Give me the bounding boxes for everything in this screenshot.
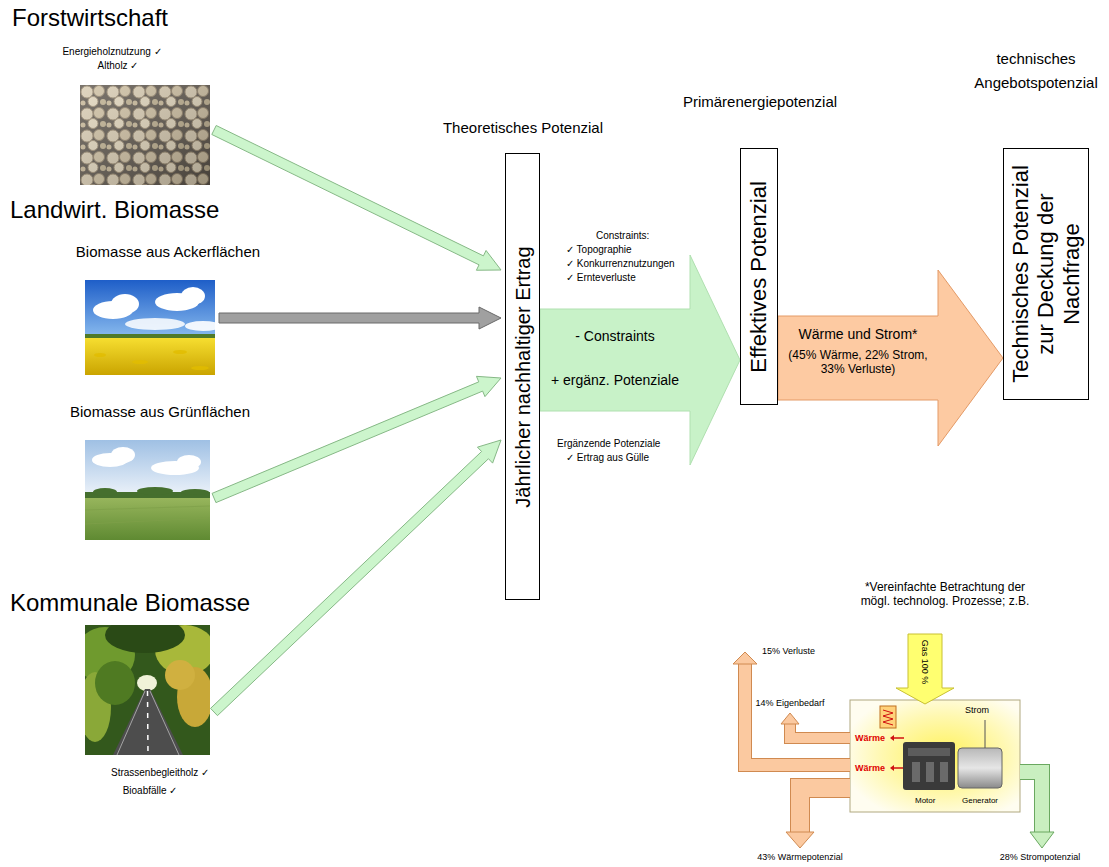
box-label: Technisches Potenzial zur Deckung der Na… xyxy=(1008,164,1084,384)
column-heading: Primärenergiepotenzial xyxy=(683,93,837,111)
group-heading: Kommunale Biomasse xyxy=(10,589,250,618)
flow-value: 28% Strompotenzial xyxy=(1000,852,1081,863)
potential-box: Theoretisches PotenzialJährlicher nachha… xyxy=(505,153,540,600)
column-heading: Theoretisches Potenzial xyxy=(443,119,603,137)
photo-field: Biomasse aus Ackerflächen xyxy=(85,280,215,375)
flow-value: 43% Wärmepotenzial xyxy=(757,852,843,863)
photo-forestry: ForstwirtschaftEnergieholznutzung ✓Altho… xyxy=(80,85,210,185)
note-heading: Ergänzende Potenziale xyxy=(557,438,660,450)
check-item: Altholz ✓ xyxy=(98,60,139,72)
part-label: Wärme xyxy=(855,733,885,744)
flow-arrow xyxy=(219,307,501,329)
photo-grassland: Biomasse aus Grünflächen xyxy=(85,440,210,540)
flow-label: - Constraints xyxy=(575,328,654,345)
check-item: ✓ Topographie xyxy=(566,244,632,256)
flow-arrow xyxy=(540,255,740,465)
photo-caption: Biomasse aus Ackerflächen xyxy=(76,243,260,261)
flow-value: 15% Verluste xyxy=(762,646,815,657)
check-item: ✓ Ernteverluste xyxy=(566,272,636,284)
footnote: *Vereinfachte Betrachtung der mögl. tech… xyxy=(857,580,1033,609)
check-item: ✓ Ertrag aus Gülle xyxy=(566,452,649,464)
check-item: Strassenbegleitholz ✓ xyxy=(111,767,209,779)
part-label: Motor xyxy=(915,796,935,806)
flow-arrow xyxy=(778,270,1003,446)
part-label: Generator xyxy=(962,796,998,806)
flow-value: 14% Eigenbedarf xyxy=(755,698,824,709)
potential-box: PrimärenergiepotenzialEffektives Potenzi… xyxy=(740,148,778,405)
box-label: Jährlicher nachhaltiger Ertrag xyxy=(511,245,534,509)
check-item: Energieholznutzung ✓ xyxy=(62,46,161,58)
photo-caption: Biomasse aus Grünflächen xyxy=(70,403,250,421)
group-heading: Forstwirtschaft xyxy=(12,4,168,33)
photo-road: Kommunale BiomasseStrassenbegleitholz ✓B… xyxy=(85,625,210,755)
note-heading: Constraints: xyxy=(596,230,649,242)
flow-label: Wärme und Strom* xyxy=(798,326,917,343)
check-item: ✓ Konkurrenznutzungen xyxy=(566,258,675,270)
chp-illustration xyxy=(733,634,1054,848)
box-label: Effektives Potenzial xyxy=(746,180,771,374)
flow-arrow xyxy=(211,440,501,716)
part-label: Strom xyxy=(965,705,989,716)
potential-box: technisches AngebotspotenzialTechnisches… xyxy=(1003,148,1089,400)
flow-value: Gas 100 % xyxy=(920,640,931,685)
group-heading: Landwirt. Biomasse xyxy=(10,196,219,225)
flow-label: + ergänz. Potenziale xyxy=(551,372,679,389)
check-item: Bioabfälle ✓ xyxy=(123,785,178,797)
column-heading: technisches Angebotspotenzial xyxy=(971,47,1101,95)
flow-label: (45% Wärme, 22% Strom, 33% Verluste) xyxy=(783,348,933,377)
part-label: Wärme xyxy=(855,763,885,774)
